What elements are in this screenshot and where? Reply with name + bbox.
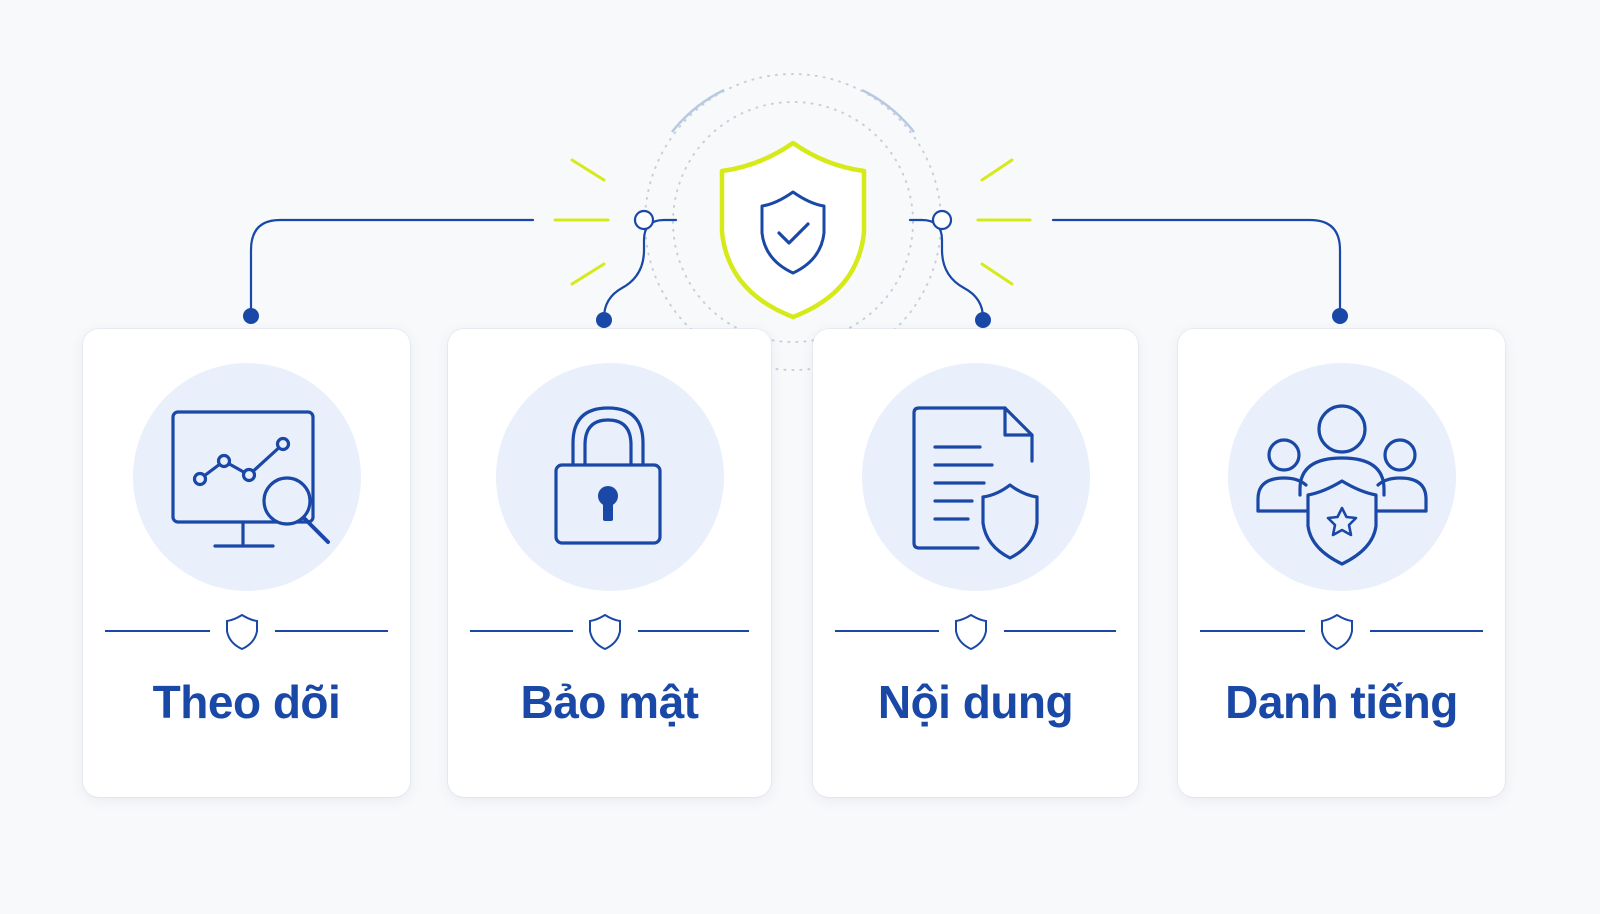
card-divider — [835, 613, 1116, 651]
highlight-rays — [553, 158, 1032, 286]
junction-node-right — [931, 209, 953, 231]
icon-circle — [861, 363, 1090, 591]
users-shield-icon — [1255, 404, 1428, 566]
card-label: Nội dung — [877, 676, 1074, 728]
document-shield-icon — [911, 406, 1039, 560]
card-label: Theo dõi — [152, 676, 341, 728]
card-divider — [1200, 613, 1483, 651]
endpoint-dots — [243, 308, 1348, 328]
card-divider — [105, 613, 388, 651]
icon-circle — [495, 363, 724, 591]
card-label: Bảo mật — [520, 676, 699, 728]
monitor-analytics-icon — [170, 410, 330, 548]
card-content[interactable]: Nội dung — [813, 329, 1138, 797]
card-label: Danh tiếng — [1225, 676, 1458, 728]
card-divider — [470, 613, 749, 651]
card-reputation[interactable]: Danh tiếng — [1178, 329, 1505, 797]
shield-check-icon — [719, 140, 867, 320]
padlock-icon — [553, 406, 662, 545]
card-security[interactable]: Bảo mật — [448, 329, 771, 797]
card-monitoring[interactable]: Theo dõi — [83, 329, 410, 797]
junction-node-left — [633, 209, 655, 231]
